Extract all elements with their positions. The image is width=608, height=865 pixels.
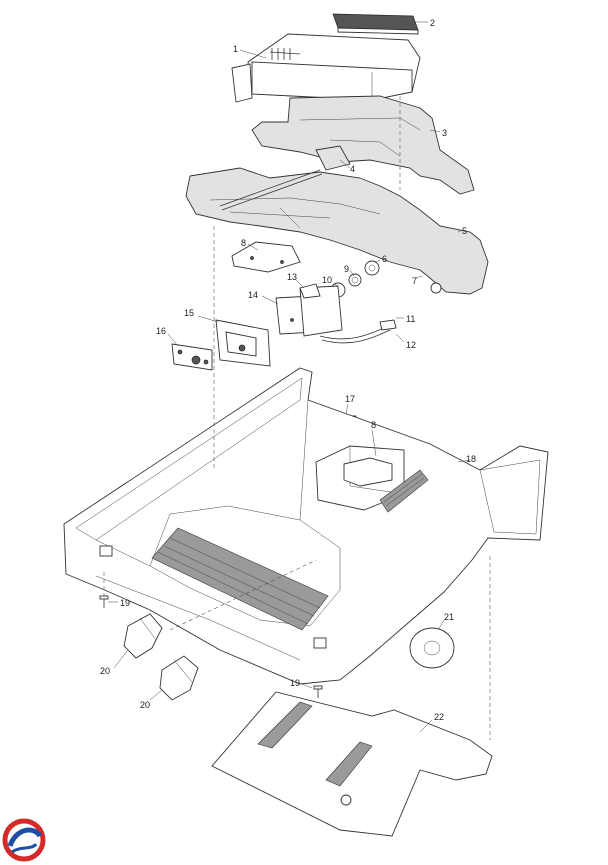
- part-18-main-base: [63, 367, 549, 685]
- part-6-shaft-knob: [364, 260, 380, 276]
- part-8-plate: [231, 241, 301, 273]
- alignment-lines: [103, 96, 491, 740]
- part-21-disc: [409, 627, 455, 669]
- brand-logo: [2, 818, 46, 862]
- part-16-mount-plate: [171, 343, 213, 371]
- callout-12: 12: [406, 340, 416, 350]
- front-grille: [151, 527, 329, 631]
- part-2-top-strip: [332, 13, 419, 35]
- callout-13: 13: [287, 272, 297, 282]
- callout-19-right: 19: [290, 678, 300, 688]
- callout-9: 9: [344, 264, 349, 274]
- callout-4: 4: [350, 164, 355, 174]
- callout-2: 2: [430, 18, 435, 28]
- callout-18: 18: [466, 454, 476, 464]
- callout-16: 16: [156, 326, 166, 336]
- callout-17: 17: [345, 394, 355, 404]
- leader-lines: [108, 21, 471, 733]
- callout-6: 6: [382, 254, 387, 264]
- callout-7: 7: [412, 276, 417, 286]
- part-1-tray: [231, 33, 421, 103]
- callout-20-upper: 20: [100, 666, 110, 676]
- callout-8-upper: 8: [241, 238, 246, 248]
- part-4-foam-insert: [315, 145, 351, 171]
- part-15-bracket: [215, 319, 271, 367]
- part-22-bottom-cover: [211, 691, 493, 837]
- callout-3: 3: [442, 128, 447, 138]
- part-19-screw-right: [313, 685, 323, 698]
- callout-21: 21: [444, 612, 454, 622]
- callout-5: 5: [462, 226, 467, 236]
- part-3-upper-foam: [251, 95, 475, 195]
- callout-8-lower: 8: [371, 420, 376, 430]
- callout-numbers: 1 2 3 4 5 6 7 8 8 9 10 11 12 13 14 15 16…: [100, 18, 476, 722]
- callout-20-lower: 20: [140, 700, 150, 710]
- part-13-switch: [299, 283, 343, 337]
- part-5-lower-foam: [185, 167, 489, 295]
- part-19-screw-left: [99, 595, 109, 608]
- callout-19-left: 19: [120, 598, 130, 608]
- callout-1: 1: [233, 44, 238, 54]
- callout-15: 15: [184, 308, 194, 318]
- callout-10: 10: [322, 275, 332, 285]
- callout-11: 11: [406, 314, 415, 324]
- callout-14: 14: [248, 290, 258, 300]
- callout-22: 22: [434, 712, 444, 722]
- part-9-ring: [348, 273, 362, 287]
- part-20-foot-lower: [159, 655, 199, 701]
- part-11-12-wire-harness: [319, 319, 397, 344]
- part-20-foot-upper: [123, 613, 163, 659]
